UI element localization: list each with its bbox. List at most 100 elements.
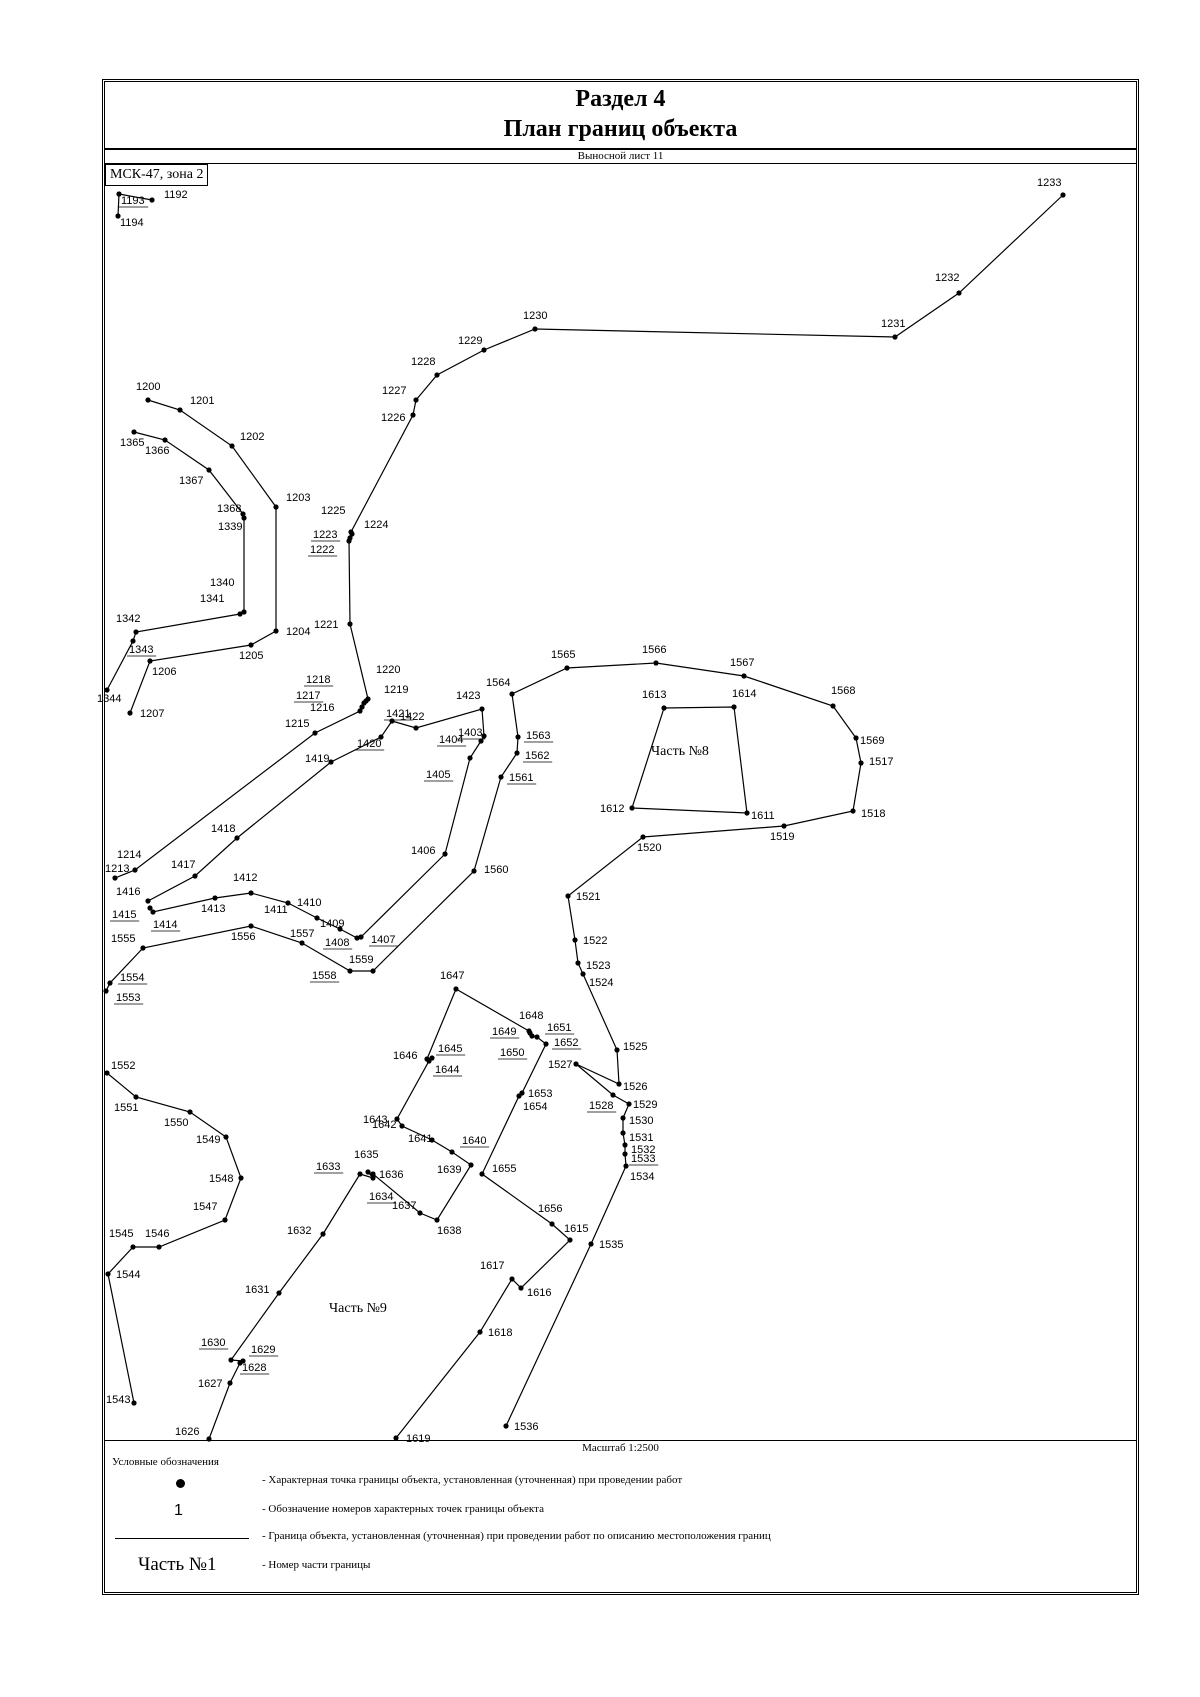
boundary-point: [410, 412, 416, 418]
boundary-point: [347, 968, 353, 974]
point-label: 1223: [313, 529, 337, 541]
boundary-point: [370, 1171, 376, 1177]
point-label: 1639: [437, 1164, 461, 1176]
point-label: 1630: [201, 1337, 225, 1349]
boundary-point: [177, 407, 183, 413]
point-label: 1523: [586, 960, 610, 972]
boundary-point: [320, 1231, 326, 1237]
point-label: 1649: [492, 1026, 516, 1038]
point-label: 1521: [576, 891, 600, 903]
boundary-point: [479, 706, 485, 712]
legend-title: Условные обозначения: [112, 1456, 219, 1468]
boundary-point: [365, 1169, 371, 1175]
boundary-point: [503, 1423, 509, 1429]
boundary-point: [892, 334, 898, 340]
boundary-point: [131, 1400, 137, 1406]
point-label: 1557: [290, 928, 314, 940]
point-label: 1612: [600, 803, 624, 815]
point-label: 1651: [547, 1022, 571, 1034]
point-label: 1213: [105, 863, 129, 875]
boundary-point: [132, 867, 138, 873]
boundary-point: [744, 810, 750, 816]
point-label: 1233: [1037, 177, 1061, 189]
boundary-point: [620, 1130, 626, 1136]
legend-item-number: - Обозначение номеров характерных точек …: [262, 1503, 544, 1515]
point-label: 1231: [881, 318, 905, 330]
point-label: 1421: [386, 708, 410, 720]
point-label: 1636: [379, 1169, 403, 1181]
point-label: 1535: [599, 1239, 623, 1251]
point-label: 1629: [251, 1344, 275, 1356]
boundary-point: [434, 1217, 440, 1223]
boundary-line: [631, 706, 748, 814]
point-symbol-icon: [176, 1479, 185, 1488]
point-label: 1407: [371, 934, 395, 946]
boundary-point: [623, 1163, 629, 1169]
boundary-point: [956, 290, 962, 296]
point-label: 1616: [527, 1287, 551, 1299]
legend-divider: [105, 1440, 1136, 1441]
boundary-point: [238, 1175, 244, 1181]
boundary-point: [614, 1047, 620, 1053]
point-label: 1656: [538, 1203, 562, 1215]
boundary-point: [228, 1357, 234, 1363]
boundary-point: [477, 1329, 483, 1335]
boundary-line-symbol: [115, 1538, 249, 1539]
boundary-point: [741, 673, 747, 679]
point-label: 1414: [153, 919, 177, 931]
point-label: 1562: [525, 750, 549, 762]
point-label: 1365: [120, 437, 144, 449]
point-label: 1422: [400, 711, 424, 723]
point-label: 1342: [116, 613, 140, 625]
point-label: 1561: [509, 772, 533, 784]
point-label: 1555: [111, 933, 135, 945]
boundary-point: [471, 868, 477, 874]
point-label: 1517: [869, 756, 893, 768]
boundary-point: [453, 986, 459, 992]
boundary-point: [240, 1358, 246, 1364]
boundary-point: [858, 760, 864, 766]
boundary-point: [394, 1116, 400, 1122]
part-label: Часть №8: [651, 744, 709, 759]
point-label: 1522: [583, 935, 607, 947]
boundary-point: [853, 735, 859, 741]
point-label: 1543: [106, 1394, 130, 1406]
boundary-point: [610, 1092, 616, 1098]
point-label: 1222: [310, 544, 334, 556]
boundary-point: [337, 926, 343, 932]
boundary-point: [130, 638, 136, 644]
point-label: 1230: [523, 310, 547, 322]
point-label: 1225: [321, 505, 345, 517]
boundary-point: [467, 755, 473, 761]
point-label: 1405: [426, 769, 450, 781]
boundary-point: [434, 372, 440, 378]
boundary-point: [731, 704, 737, 710]
point-label: 1546: [145, 1228, 169, 1240]
boundary-point: [543, 1041, 549, 1047]
point-label: 1617: [480, 1260, 504, 1272]
point-label: 1569: [860, 735, 884, 747]
point-label: 1416: [116, 886, 140, 898]
boundary-line: [129, 399, 277, 714]
point-label: 1530: [629, 1115, 653, 1127]
legend-item-part: - Номер части границы: [262, 1559, 371, 1571]
legend-sample-number: 1: [174, 1502, 183, 1519]
point-label: 1563: [526, 730, 550, 742]
point-label: 1647: [440, 970, 464, 982]
point-label: 1653: [528, 1088, 552, 1100]
boundary-point: [312, 730, 318, 736]
point-label: 1228: [411, 356, 435, 368]
boundary-point: [285, 900, 291, 906]
point-label: 1339: [218, 521, 242, 533]
point-label: 1614: [732, 688, 756, 700]
point-label: 1655: [492, 1163, 516, 1175]
boundary-point: [131, 429, 137, 435]
point-label: 1618: [488, 1327, 512, 1339]
point-label: 1408: [325, 937, 349, 949]
boundary-point: [187, 1109, 193, 1115]
point-label: 1556: [231, 931, 255, 943]
boundary-point: [145, 397, 151, 403]
boundary-point: [417, 1210, 423, 1216]
boundary-point: [370, 968, 376, 974]
point-label: 1343: [129, 644, 153, 656]
